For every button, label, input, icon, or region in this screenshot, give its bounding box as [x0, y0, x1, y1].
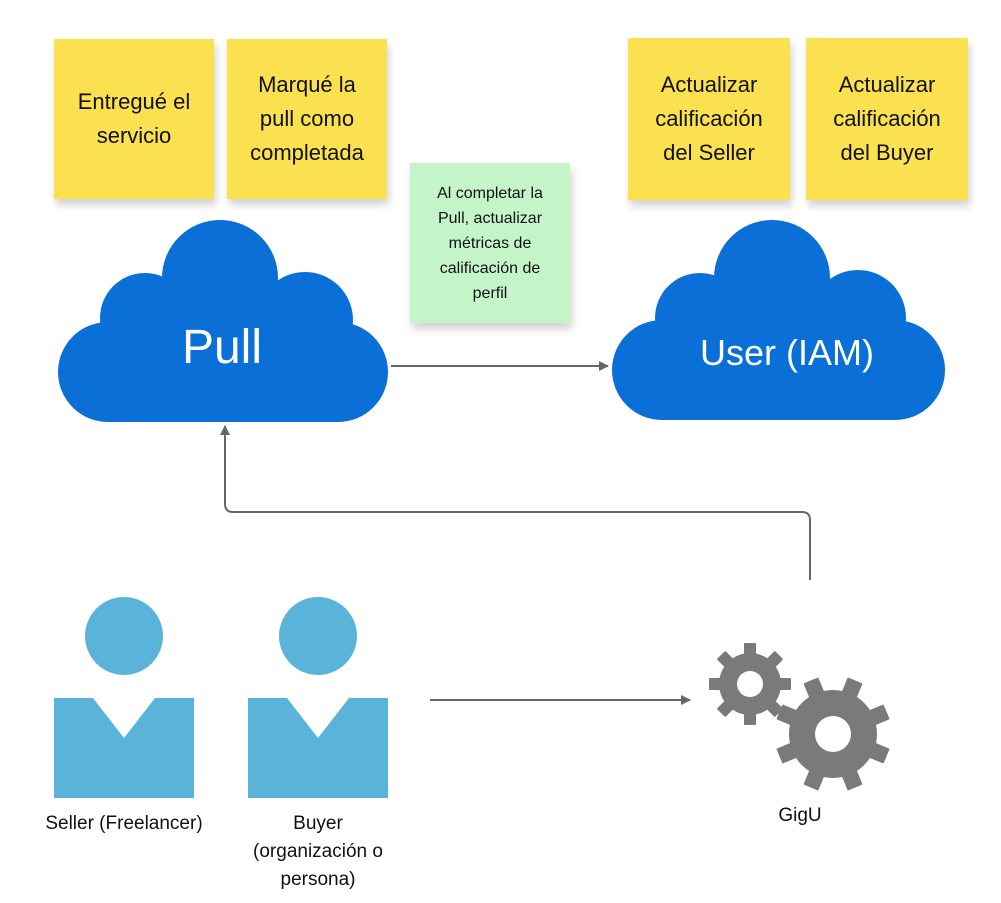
- note-text: Entregué el servicio: [77, 89, 191, 148]
- user-iam-cloud-label: User (IAM): [700, 332, 874, 373]
- buyer-person-icon: [248, 597, 388, 798]
- seller-person-icon: [54, 597, 194, 798]
- note-update-seller-rating[interactable]: Actualizar calificación del Seller: [628, 38, 790, 200]
- note-text: Marqué la pull como completada: [250, 72, 364, 165]
- buyer-label: Buyer (organización o persona): [253, 813, 383, 890]
- note-pull-complete-metrics[interactable]: Al completar la Pull, actualizar métrica…: [410, 163, 570, 323]
- arrow-gigu-to-pull: [220, 425, 811, 580]
- pull-cloud-shape[interactable]: [58, 220, 388, 422]
- note-text: Actualizar calificación del Buyer: [833, 72, 941, 165]
- note-text: Al completar la Pull, actualizar métrica…: [437, 184, 543, 302]
- note-text: Actualizar calificación del Seller: [655, 72, 763, 165]
- note-marked-pull-complete[interactable]: Marqué la pull como completada: [227, 39, 387, 199]
- pull-cloud-label: Pull: [181, 321, 263, 374]
- gigu-gears-icon: [709, 643, 890, 791]
- note-delivered-service[interactable]: Entregué el servicio: [54, 39, 214, 199]
- note-update-buyer-rating[interactable]: Actualizar calificación del Buyer: [806, 38, 968, 200]
- user-iam-cloud-shape[interactable]: [612, 220, 945, 420]
- seller-label: Seller (Freelancer): [45, 813, 203, 834]
- gigu-label: GigU: [778, 805, 822, 826]
